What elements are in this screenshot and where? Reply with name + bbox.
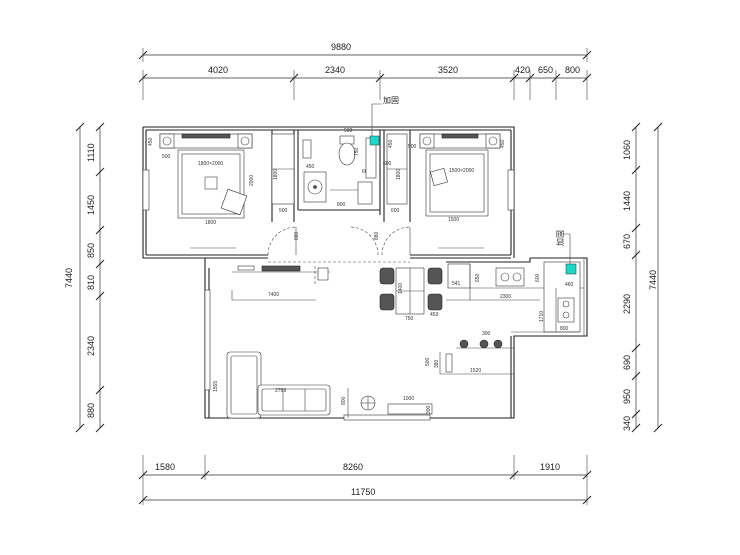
dining-area: 1400 750 453	[379, 267, 443, 322]
svg-text:880: 880	[374, 231, 380, 240]
right-seg-6: 340	[622, 416, 632, 431]
svg-text:1555: 1555	[213, 381, 219, 392]
right-total-dim: 7440	[648, 270, 658, 290]
svg-text:600: 600	[391, 208, 400, 214]
svg-text:500: 500	[162, 154, 171, 160]
interior-walls	[146, 130, 511, 286]
svg-text:500: 500	[344, 128, 353, 134]
svg-text:300: 300	[482, 331, 491, 337]
svg-text:1800: 1800	[396, 169, 402, 180]
svg-text:2000: 2000	[249, 175, 255, 186]
right-dimensions: 1060 1440 670 2290 690 950 340 7440	[622, 122, 663, 433]
outer-walls	[142, 126, 588, 421]
svg-text:460: 460	[565, 282, 574, 288]
left-seg-2: 850	[86, 243, 96, 258]
svg-text:1710: 1710	[539, 311, 545, 322]
bed-left-size: 1800×2000	[198, 161, 223, 167]
svg-text:500: 500	[279, 208, 288, 214]
left-seg-1: 1450	[86, 195, 96, 215]
svg-text:1000: 1000	[403, 396, 414, 402]
svg-text:1800: 1800	[273, 169, 279, 180]
svg-text:450: 450	[306, 164, 315, 170]
svg-text:650: 650	[475, 273, 481, 282]
left-seg-0: 1110	[86, 143, 96, 162]
svg-text:600: 600	[535, 273, 541, 282]
left-dimensions: 7440 1110 1450 850 810 2340 880	[64, 122, 105, 433]
top-seg-1: 2340	[325, 65, 345, 75]
svg-text:450: 450	[388, 139, 394, 148]
svg-text:500: 500	[408, 144, 417, 150]
right-seg-2: 670	[622, 234, 632, 249]
top-seg-4: 650	[538, 65, 553, 75]
bottom-total-dim: 11750	[351, 487, 375, 497]
svg-text:500: 500	[425, 357, 431, 366]
svg-text:300: 300	[426, 405, 432, 414]
left-seg-4: 2340	[86, 336, 96, 356]
svg-text:800: 800	[337, 202, 346, 208]
svg-text:450: 450	[148, 137, 154, 146]
top-dimensions: 9880 4020 2340 3520 420 650 800	[138, 42, 592, 100]
svg-text:1800: 1800	[205, 220, 216, 226]
living-room: 7400 423 1555 2769 800 1000 300	[213, 265, 433, 419]
bathroom: 500 750 450 600 800 加固	[302, 95, 399, 208]
left-total-dim: 7440	[64, 268, 74, 288]
svg-text:541: 541	[452, 281, 461, 287]
right-seg-3: 2290	[622, 294, 632, 314]
svg-text:750: 750	[354, 147, 360, 156]
right-annotation: 加固	[555, 230, 565, 246]
svg-text:7400: 7400	[268, 292, 279, 298]
svg-text:1520: 1520	[470, 368, 481, 374]
svg-text:600: 600	[383, 161, 392, 167]
top-seg-0: 4020	[208, 65, 228, 75]
top-seg-2: 3520	[438, 65, 458, 75]
svg-text:750: 750	[405, 316, 414, 322]
svg-text:450: 450	[500, 139, 506, 148]
right-seg-1: 1440	[622, 191, 632, 211]
top-seg-5: 800	[565, 65, 580, 75]
kitchen: 541 2300 650 600 460 800 1710 加固 500 380…	[425, 230, 584, 375]
svg-text:453: 453	[430, 312, 439, 318]
right-seg-4: 690	[622, 355, 632, 370]
svg-text:2300: 2300	[500, 294, 511, 300]
svg-text:800: 800	[341, 396, 347, 405]
bed-right-size: 1500×2000	[449, 168, 474, 174]
svg-text:380: 380	[434, 359, 440, 368]
top-total-dim: 9880	[331, 42, 351, 52]
bottom-seg-2: 1910	[540, 462, 560, 472]
bottom-seg-1: 8260	[343, 462, 363, 472]
bottom-dimensions: 1580 8260 1910 11750	[138, 455, 592, 505]
top-annotation: 加固	[383, 95, 399, 105]
right-bedroom: 1500×2000 450 500 1800 600 600 1500 450 …	[374, 133, 506, 249]
top-seg-3: 420	[515, 65, 530, 75]
svg-text:1500: 1500	[448, 217, 459, 223]
left-bedroom: 1800×2000 450 500 1800 2000 1800 500 880	[148, 133, 300, 249]
svg-text:2769: 2769	[275, 388, 286, 394]
bottom-seg-0: 1580	[155, 462, 175, 472]
left-seg-5: 880	[86, 403, 96, 418]
right-seg-5: 950	[622, 389, 632, 404]
svg-text:880: 880	[294, 231, 300, 240]
left-seg-3: 810	[86, 275, 96, 290]
svg-text:800: 800	[560, 326, 569, 332]
right-seg-0: 1060	[622, 140, 632, 160]
svg-text:1400: 1400	[398, 283, 404, 294]
